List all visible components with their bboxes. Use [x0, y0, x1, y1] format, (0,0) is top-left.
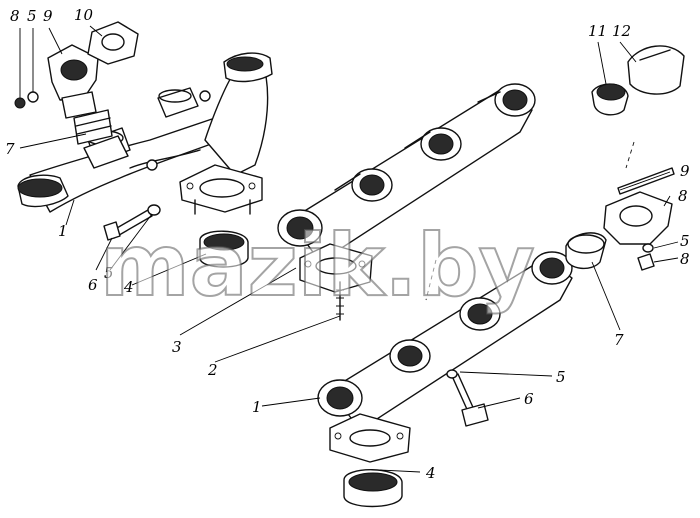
outlet-elbow-top [47, 44, 113, 145]
callout-labels: 8 5 9 10 7 1 6 5 4 3 2 11 12 9 8 5 8 7 5… [5, 6, 690, 482]
ring-4-bottom [343, 469, 403, 508]
callout-8-right: 8 [678, 187, 688, 205]
callout-1-top: 1 [58, 222, 68, 240]
callout-3: 3 [172, 338, 182, 356]
washer-5-left [147, 204, 161, 216]
sleeve-11 [591, 83, 629, 116]
callout-10: 10 [74, 6, 94, 24]
bolt-6-left [103, 209, 153, 241]
callout-5-top: 5 [27, 7, 37, 25]
exhaust-manifold-right [317, 251, 573, 463]
gasket-10 [87, 21, 139, 65]
nut-8-right [637, 253, 655, 271]
callout-7-right: 7 [614, 331, 624, 349]
callout-5-right-lower: 5 [556, 368, 566, 386]
callout-9-top: 9 [43, 7, 53, 25]
washer-5-right-small [642, 243, 654, 253]
ring-4-left [199, 230, 249, 268]
callout-11: 11 [588, 22, 607, 40]
callout-2: 2 [207, 361, 218, 379]
callout-6-left: 6 [88, 276, 98, 294]
washer-5-top [27, 91, 39, 103]
callout-9-right: 9 [680, 162, 690, 180]
nut-8-top [14, 97, 26, 109]
callout-8-top: 8 [10, 7, 20, 25]
callout-6-right: 6 [524, 390, 534, 408]
callout-8-right-small: 8 [680, 250, 690, 268]
callout-1-bottom: 1 [252, 398, 262, 416]
callout-4-left: 4 [123, 278, 134, 296]
leader-lines [19, 25, 679, 473]
watermark-text: mazik.by [100, 216, 535, 316]
callout-4-bottom: 4 [425, 464, 436, 482]
callout-5-left: 5 [104, 264, 114, 282]
callout-5-right: 5 [680, 232, 690, 250]
sleeve-7-right [565, 232, 607, 269]
sleeve-7-top [83, 135, 129, 169]
elbow-12 [627, 45, 685, 95]
callout-7-top: 7 [5, 140, 15, 158]
exhaust-manifold-left [17, 52, 273, 215]
callout-12: 12 [612, 22, 631, 40]
elbow-8-right [603, 191, 673, 245]
exhaust-manifold-middle [277, 83, 536, 293]
washer-5-right [446, 369, 458, 379]
